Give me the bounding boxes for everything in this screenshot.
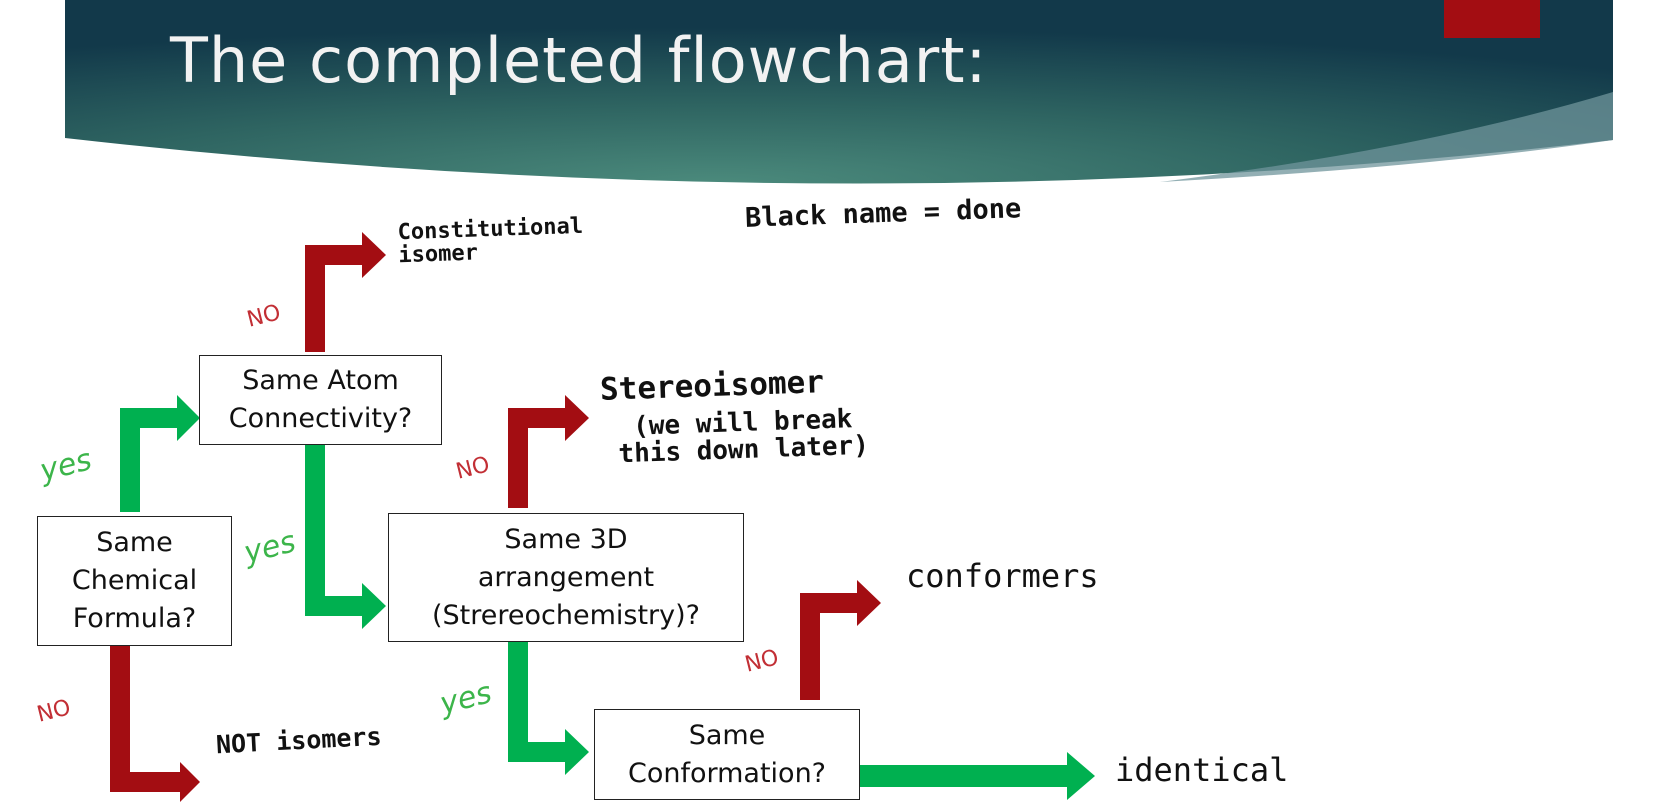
arrowhead-no-connectivity [362, 232, 386, 278]
node-same-atom-connectivity: Same Atom Connectivity? [199, 355, 442, 445]
node-same-3d-arrangement: Same 3D arrangement (Strereochemistry)? [388, 513, 744, 642]
arrow-yes-connectivity [305, 445, 365, 616]
accent-square [1444, 0, 1540, 38]
arrow-no-conformation [800, 593, 860, 700]
arrow-no-connectivity [305, 245, 365, 352]
banner-shape [65, 0, 1613, 184]
node-same-conformation: Same Conformation? [594, 709, 860, 800]
arrowhead-no-arrangement [565, 395, 589, 441]
outcome-conformers: conformers [906, 557, 1099, 595]
arrowhead-yes-arrangement [565, 729, 589, 775]
outcome-stereoisomer-note: (we will break this down later) [618, 404, 870, 470]
slide-title: The completed flowchart: [170, 24, 988, 97]
outcome-stereoisomer: Stereoisomer [599, 364, 825, 408]
arrowhead-yes-connectivity [362, 583, 386, 629]
arrow-no-arrangement [508, 408, 568, 508]
arrowhead-no-conformation [857, 580, 881, 626]
outcome-constitutional-isomer: Constitutional isomer [397, 213, 584, 269]
arrowhead-yes-formula [177, 395, 200, 441]
banner-highlight [1160, 92, 1613, 182]
arrowhead-yes-conformation [1067, 752, 1095, 800]
arrow-no-formula [110, 645, 185, 792]
arrow-yes-arrangement [508, 640, 568, 762]
outcome-identical: identical [1115, 751, 1289, 789]
arrowhead-no-formula [180, 762, 200, 802]
header-banner [65, 0, 1613, 184]
arrow-yes-formula [120, 408, 180, 512]
node-same-chemical-formula: Same Chemical Formula? [37, 516, 232, 646]
